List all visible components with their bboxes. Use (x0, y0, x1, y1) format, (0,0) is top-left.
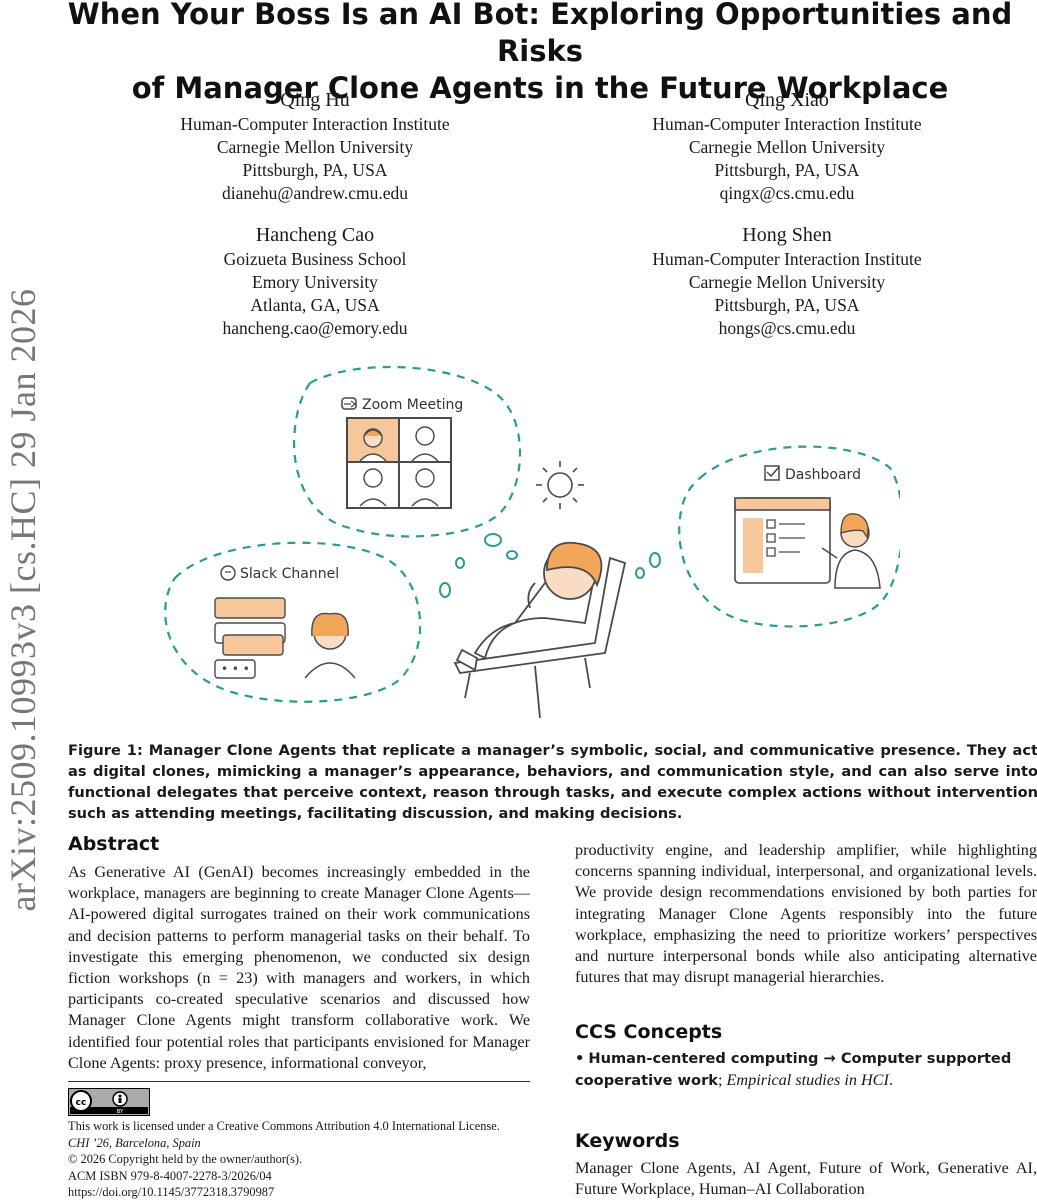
author-name: Qing Hu (280, 89, 350, 111)
footnote-divider (68, 1081, 530, 1082)
video-camera-icon (341, 397, 357, 410)
cc-badge-text: BY (117, 1109, 124, 1115)
slack-label: Slack Channel (240, 566, 339, 582)
ccs-concepts: • Human-centered computing → Computer su… (575, 1048, 1037, 1091)
author-affiliation: Goizueta Business School (223, 249, 407, 269)
participant-avatar (359, 428, 387, 462)
ccs-secondary-concept: Empirical studies in HCI (726, 1070, 889, 1089)
conference-info: CHI ’26, Barcelona, Spain (68, 1135, 201, 1150)
author-location: Pittsburgh, PA, USA (714, 160, 860, 180)
figure-illustration: Zoom Meeting (164, 365, 900, 719)
author-affiliation: Human-Computer Interaction Institute (652, 249, 922, 269)
abstract-text-left: As Generative AI (GenAI) becomes increas… (68, 863, 530, 1072)
author-location: Atlanta, GA, USA (250, 295, 380, 315)
paper-title: When Your Boss Is an AI Bot: Exploring O… (40, 0, 1037, 107)
arxiv-identifier: arXiv:2509.10993v3 [cs.HC] 29 Jan 2026 (3, 288, 43, 912)
svg-text:cc: cc (76, 1098, 87, 1108)
sun-icon (536, 461, 584, 509)
author-affiliation: Human-Computer Interaction Institute (652, 114, 922, 134)
author-block: Qing Xiao Human-Computer Interaction Ins… (577, 87, 997, 205)
attribution-icon (112, 1091, 128, 1107)
dashboard-label: Dashboard (785, 467, 861, 483)
abstract-text-right: productivity engine, and leadership ampl… (575, 841, 1037, 987)
figure-caption: Figure 1: Manager Clone Agents that repl… (68, 742, 1037, 822)
license-footnote: This work is licensed under a Creative C… (68, 1118, 538, 1201)
author-name: Hancheng Cao (255, 224, 375, 246)
reclining-manager (453, 541, 627, 719)
author-block: Hong Shen Human-Computer Interaction Ins… (577, 222, 997, 340)
title-line-2: of Manager Clone Agents in the Future Wo… (131, 71, 949, 105)
title-line-1: When Your Boss Is an AI Bot: Exploring O… (67, 0, 1013, 68)
participant-avatar (411, 468, 439, 507)
author-name: Hong Shen (742, 224, 832, 246)
doi-link[interactable]: https://doi.org/10.1145/3772318.3790987 (68, 1185, 275, 1200)
keywords-text: Manager Clone Agents, AI Agent, Future o… (575, 1159, 1037, 1199)
author-email[interactable]: hancheng.cao@emory.edu (222, 318, 408, 338)
ccs-separator: ; (717, 1070, 723, 1089)
author-block: Qing Hu Human-Computer Interaction Insti… (105, 87, 525, 205)
author-affiliation: Carnegie Mellon University (688, 137, 886, 157)
isbn: ACM ISBN 979-8-4007-2278-3/2026/04 (68, 1168, 272, 1183)
svg-text:• • •: • • • (221, 662, 250, 676)
author-email[interactable]: hongs@cs.cmu.edu (718, 318, 856, 338)
chat-icon (220, 565, 236, 581)
author-affiliation: Carnegie Mellon University (216, 137, 414, 157)
author-email[interactable]: qingx@cs.cmu.edu (719, 183, 855, 203)
author-affiliation: Carnegie Mellon University (688, 272, 886, 292)
author-affiliation: Human-Computer Interaction Institute (180, 114, 450, 134)
manager-avatar (304, 612, 356, 679)
checkbox-icon (764, 465, 780, 481)
participant-avatar (359, 468, 387, 507)
ccs-bullet: • (575, 1050, 585, 1067)
author-email[interactable]: dianehu@andrew.cmu.edu (221, 183, 409, 203)
author-location: Pittsburgh, PA, USA (242, 160, 388, 180)
ccs-end: . (888, 1070, 893, 1089)
license-statement[interactable]: This work is licensed under a Creative C… (68, 1119, 500, 1133)
author-name: Qing Xiao (745, 89, 829, 111)
creative-commons-badge[interactable]: cc BY (68, 1088, 150, 1116)
copyright-notice: © 2026 Copyright held by the owner/autho… (68, 1152, 303, 1167)
keywords-heading: Keywords (575, 1130, 680, 1152)
zoom-label: Zoom Meeting (362, 397, 463, 413)
author-location: Pittsburgh, PA, USA (714, 295, 860, 315)
slack-channel-bubble: Slack Channel • • • (164, 541, 465, 703)
ccs-primary-concept: Human-centered computing → Computer supp… (575, 1050, 1012, 1089)
worker-avatar (821, 513, 881, 589)
abstract-heading: Abstract (68, 833, 160, 855)
dashboard-bubble: Dashboard (635, 445, 900, 628)
participant-avatar (411, 426, 439, 462)
author-block: Hancheng Cao Goizueta Business School Em… (105, 222, 525, 340)
cc-icon: cc (70, 1090, 92, 1112)
zoom-meeting-bubble: Zoom Meeting (293, 365, 521, 560)
ccs-heading: CCS Concepts (575, 1021, 723, 1043)
author-affiliation: Emory University (252, 272, 378, 292)
